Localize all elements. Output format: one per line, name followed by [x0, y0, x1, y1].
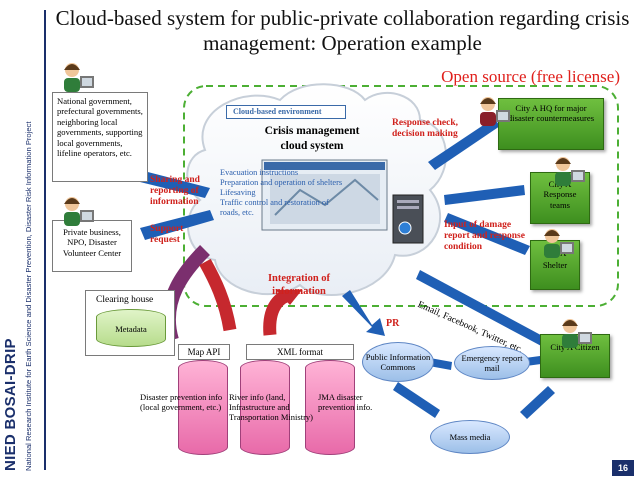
arrow-map-api: [199, 258, 237, 332]
cloud-item: Preparation and operation of shelters: [220, 178, 343, 187]
person-icon: [64, 197, 94, 226]
arrow-media-to-citizen: [520, 386, 555, 419]
arrow-hq-to-cloud: [428, 118, 500, 170]
cloud-item: Traffic control and restoration of roads…: [220, 198, 329, 217]
emergency-mail-ellipse: Emergency report mail: [454, 346, 530, 380]
person-icon: [544, 229, 574, 258]
sidebar-divider: [44, 10, 46, 470]
source-jma-text: JMA disaster prevention info.: [318, 392, 373, 412]
source-local-gov: [178, 360, 228, 455]
arrow-shelter-to-cloud: [444, 213, 530, 255]
input-damage-label: Input of damage report and response cond…: [444, 220, 525, 252]
source-river: [240, 360, 290, 455]
arrow-public-to-mail: [429, 358, 452, 370]
slide-title: Cloud-based system for public-private co…: [55, 6, 630, 55]
arrow-gov-to-cloud: [140, 170, 210, 198]
map-api-box: Map API: [178, 344, 230, 360]
public-info-ellipse: Public Information Commons: [362, 342, 434, 382]
arrow-private-to-cloud: [140, 210, 214, 240]
person-icon: [64, 63, 94, 92]
cloud-system-title: Crisis management cloud system: [264, 125, 360, 152]
mass-media-ellipse: Mass media: [430, 420, 510, 454]
support-label: Support request: [150, 224, 184, 245]
integration-label: Integration of information: [267, 273, 331, 297]
clearing-house-box: Clearing house Metadata: [85, 290, 175, 356]
arrow-xml-head: [276, 290, 302, 305]
xml-format-box: XML format: [246, 344, 354, 360]
source-jma: [305, 360, 355, 455]
arrow-public-to-media: [393, 382, 440, 418]
cloud-env-label: Cloud-based environment: [226, 105, 346, 119]
source-river-text: River info (land, Infrastructure and Tra…: [229, 392, 313, 422]
collaboration-region: [183, 85, 619, 307]
response-check-label: Response check, decision making: [392, 118, 458, 139]
clearing-house-label: Clearing house: [96, 295, 154, 305]
hq-box: City A HQ for major disaster countermeas…: [498, 98, 604, 150]
cloud-item: Lifesaving: [220, 188, 256, 197]
cloud-item: Evacuation instructions: [220, 168, 299, 177]
metadata-cylinder: Metadata: [96, 309, 166, 347]
arrow-cloud-to-citizen: [416, 270, 550, 348]
sharing-label: Sharing and reporting of information: [150, 175, 200, 207]
person-icon: [555, 157, 585, 186]
arrow-cloud-to-pr: [342, 290, 385, 336]
person-icon: [480, 97, 510, 126]
sidebar: NIED BOSAI-DRIP National Research Instit…: [0, 0, 50, 479]
pr-label: PR: [386, 318, 400, 329]
page-number: 16: [612, 460, 634, 476]
arrow-teams-to-cloud: [444, 185, 525, 205]
source-local-gov-text: Disaster prevention info (local governme…: [140, 392, 223, 412]
cloud-items: Evacuation instructions Preparation and …: [220, 168, 350, 218]
person-icon: [562, 319, 592, 348]
private-box: Private business, NPO, Disaster Voluntee…: [52, 220, 132, 272]
government-box: National government, prefectural governm…: [52, 92, 148, 182]
slide-subtitle: Open source (free license): [441, 67, 620, 86]
